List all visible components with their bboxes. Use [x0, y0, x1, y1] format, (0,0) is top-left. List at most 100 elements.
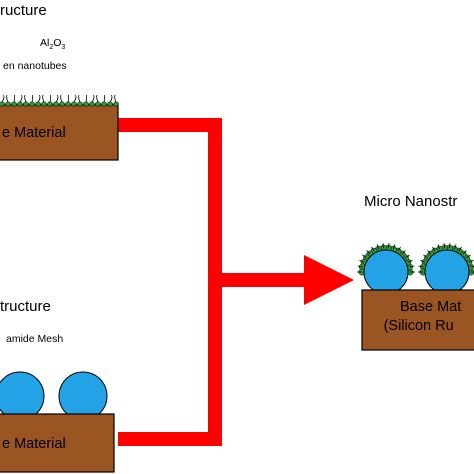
coating-nanotube — [407, 259, 413, 263]
nano-particle — [47, 101, 53, 107]
nanotube — [42, 94, 45, 103]
nanotube — [37, 94, 41, 103]
nano-legend-nanotubes: en nanotubes — [3, 60, 67, 72]
nano-particle — [23, 101, 29, 107]
micro-nano-structure-sample — [357, 243, 474, 351]
nano-legend-al: Al — [40, 37, 50, 49]
nano-particle — [113, 101, 119, 107]
nanotube — [109, 94, 113, 103]
coating-nanotube — [432, 246, 436, 252]
coating-nanotube — [458, 246, 462, 252]
coating-nanotube — [454, 244, 457, 250]
micro-legend-mesh: amide Mesh — [6, 333, 64, 345]
nano-legend-al2o3: Al2O3 — [40, 37, 65, 51]
result-base-label: Base Mat (Silicon Ru — [370, 298, 462, 336]
nano-panel-title: ructure — [0, 2, 47, 19]
nano-particle — [5, 101, 11, 107]
coating-nanotube — [470, 265, 474, 268]
coating-nanotube — [427, 250, 432, 255]
result-panel-title: Micro Nanostr — [364, 193, 458, 210]
nano-legend-o: O — [53, 37, 62, 49]
coating-nanotube — [443, 243, 445, 249]
micro-base-label: e Material — [2, 436, 66, 452]
nanotube — [55, 94, 59, 103]
result-base-line-2: (Silicon Ru — [383, 318, 454, 334]
coating-nanotube — [449, 243, 451, 249]
nano-particle — [101, 101, 107, 107]
coating-nanotube — [359, 259, 365, 263]
coating-nanotube — [366, 250, 371, 255]
nano-particle — [95, 101, 101, 107]
coating-nanotube — [362, 254, 367, 259]
nano-particle — [17, 101, 23, 107]
nano-particle — [83, 101, 89, 107]
nano-particle — [11, 101, 17, 107]
coating-nanotube — [371, 246, 375, 252]
nanotube — [73, 94, 77, 103]
coating-nanotube — [466, 254, 471, 259]
coated-sphere-1 — [357, 243, 415, 276]
arrow-top-branch — [118, 118, 222, 132]
nanotube — [67, 94, 70, 103]
nano-particle — [41, 101, 47, 107]
coating-nanotube — [388, 243, 390, 249]
nanotube — [85, 94, 88, 103]
nano-particle — [77, 101, 83, 107]
nano-structure-sample — [0, 94, 119, 161]
nano-legend-sub-3: 3 — [61, 44, 66, 52]
nano-particle — [0, 101, 5, 107]
red-merge-arrow — [118, 118, 354, 446]
nano-particle — [59, 101, 65, 107]
result-base-line-1: Base Mat — [400, 299, 462, 315]
micro-panel-title: tructure — [0, 298, 51, 315]
nanotube — [31, 94, 34, 103]
nano-particle — [29, 101, 35, 107]
nano-base-label: e Material — [2, 125, 66, 141]
coating-nanotube — [437, 244, 440, 250]
coating-nanotube — [401, 250, 406, 255]
coating-nanotube — [397, 246, 401, 252]
nanotube — [24, 94, 27, 103]
arrow-head — [304, 255, 354, 305]
micro-structure-sample — [0, 371, 115, 473]
coating-nanotube — [376, 244, 379, 250]
nanotube — [78, 94, 81, 103]
coating-nanotube — [357, 265, 363, 268]
micro-base-block — [0, 413, 115, 473]
nanotube — [103, 94, 106, 103]
coating-nanotube — [420, 259, 426, 263]
nanotube — [1, 94, 5, 103]
nano-particle — [35, 101, 41, 107]
coated-sphere-core — [424, 249, 470, 295]
mesh-sphere — [58, 371, 108, 421]
nano-legend-sub-2: 2 — [49, 44, 54, 52]
nanotube — [6, 94, 9, 103]
nanotube — [60, 94, 63, 103]
coating-nanotube — [418, 265, 424, 268]
coating-nanotube — [409, 265, 415, 268]
nano-particle — [65, 101, 71, 107]
nano-particle — [89, 101, 95, 107]
coating-nanotube — [423, 254, 428, 259]
nano-particle — [107, 101, 113, 107]
nanotube — [49, 94, 52, 103]
nanotube-layer — [0, 94, 119, 107]
nano-particle — [53, 101, 59, 107]
coating-nanotube — [393, 244, 396, 250]
coating-nanotube — [382, 243, 384, 249]
arrow-shaft — [208, 273, 306, 287]
arrow-bottom-branch — [118, 432, 222, 446]
result-base-block — [361, 289, 474, 351]
nanotube — [19, 94, 23, 103]
nanotube — [114, 94, 117, 103]
coating-nanotube — [462, 250, 467, 255]
coating-nanotube — [468, 259, 474, 263]
nanotube — [91, 94, 95, 103]
nanotube — [96, 94, 99, 103]
nanotube — [13, 94, 16, 103]
nano-particle — [71, 101, 77, 107]
coating-nanotube — [405, 254, 410, 259]
mesh-sphere — [0, 371, 45, 421]
coated-sphere-core — [363, 249, 409, 295]
